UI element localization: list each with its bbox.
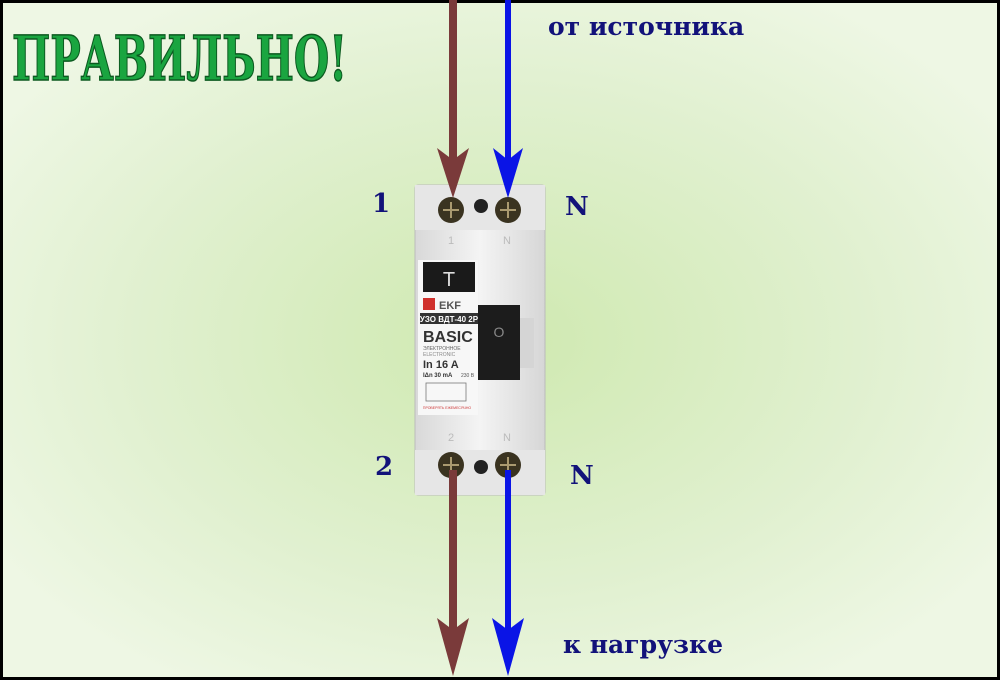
rcd-device: 1 N 2 N T EKF УЗО ВДТ-40 2P BASIC ЭЛЕКТР… — [414, 184, 546, 496]
terminal-screw-n-top — [495, 197, 521, 223]
mark-n: N — [503, 432, 511, 444]
circuit-schematic — [425, 382, 467, 402]
terminal-label-n-bottom: N — [570, 461, 594, 491]
mark-n: N — [503, 235, 511, 247]
title-correct: ПРАВИЛЬНО! — [12, 22, 347, 95]
check-text: ПРОВЕРЯТЬ ЕЖЕМЕСЯЧНО — [423, 406, 471, 410]
terminal-label-2: 2 — [375, 452, 393, 482]
test-button-label: T — [443, 269, 455, 291]
terminal-label-1: 1 — [372, 189, 390, 219]
model: УЗО ВДТ-40 2P — [420, 315, 479, 324]
toggle-label: O — [494, 324, 505, 340]
series: BASIC — [423, 329, 473, 346]
phase-out-arrow — [437, 470, 469, 676]
terminal-hole — [474, 460, 488, 474]
phase-in-arrow — [437, 0, 469, 198]
source-label: от источника — [548, 12, 744, 41]
type-ru: ЭЛЕКТРОННОЕ — [423, 346, 461, 352]
ekf-logo-icon — [423, 298, 435, 310]
terminal-screw-1 — [438, 197, 464, 223]
type-en: ELECTRONIC — [423, 352, 456, 358]
leak-current: IΔn 30 mA — [423, 373, 453, 379]
mark-2: 2 — [448, 432, 454, 444]
rated-current: In 16 A — [423, 359, 459, 371]
neutral-in-arrow — [493, 0, 523, 198]
load-label: к нагрузке — [563, 630, 723, 659]
neutral-out-arrow — [492, 470, 524, 676]
terminal-hole — [474, 199, 488, 213]
mark-1: 1 — [448, 235, 454, 247]
toggle-lever[interactable] — [478, 305, 520, 380]
terminal-label-n-top: N — [565, 192, 589, 222]
voltage: 230 В — [461, 373, 475, 379]
brand: EKF — [439, 300, 461, 312]
test-button[interactable] — [423, 262, 475, 292]
terminal-screw-n-bottom — [495, 452, 521, 478]
